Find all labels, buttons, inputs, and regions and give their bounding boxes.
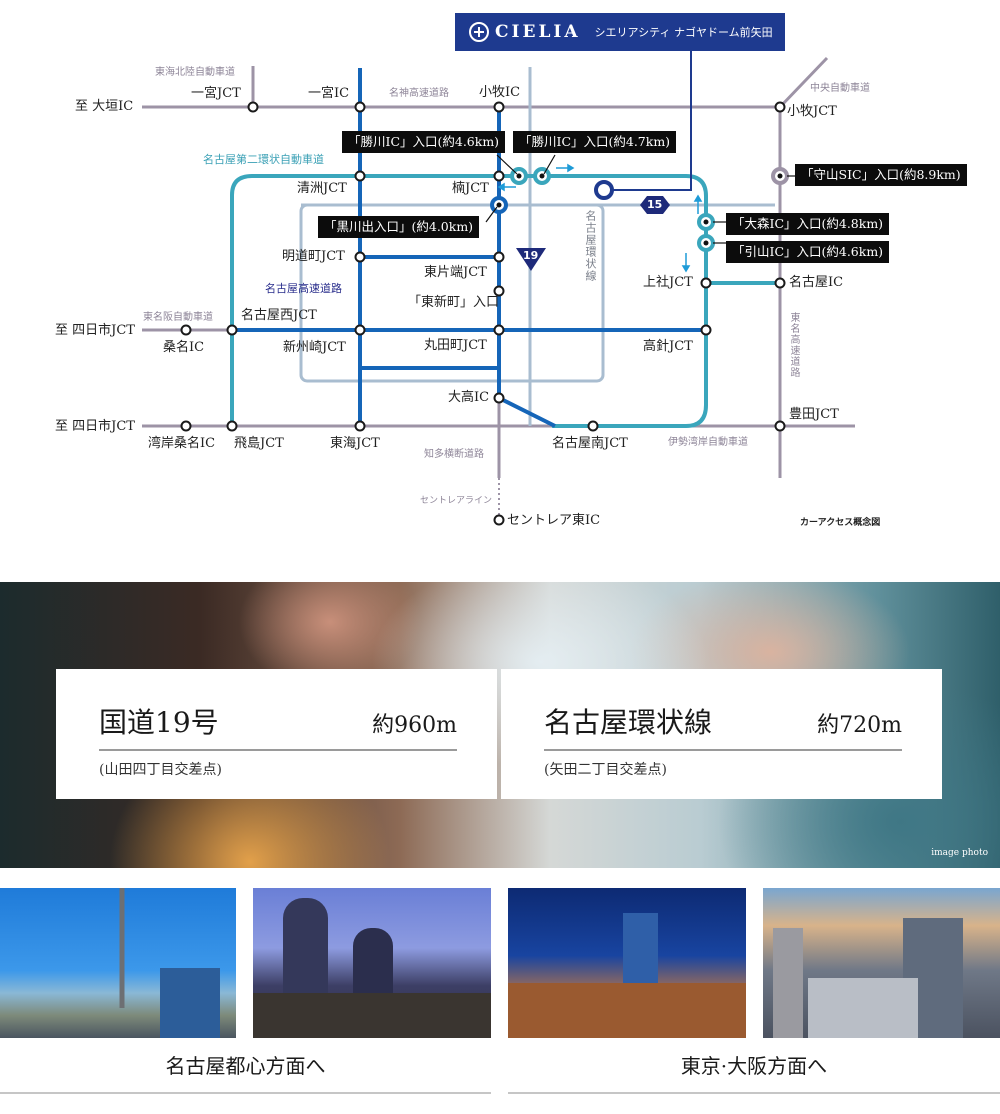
divider	[508, 1092, 1000, 1094]
callout-hikiyama-ic: 「引山IC」入口(約4.6km)	[726, 241, 890, 263]
node-nagoya-ic: 名古屋IC	[789, 275, 844, 290]
node-komaki-jct: 小牧JCT	[787, 104, 837, 119]
road-label-centrair-line: セントレアライン	[420, 496, 493, 506]
route-15-number: 15	[647, 198, 663, 211]
node-tokai-jct: 東海JCT	[330, 436, 380, 451]
road-name: 国道19号	[99, 706, 219, 739]
destination-nagoya-center: 名古屋都心方面へ	[165, 1054, 326, 1078]
intersection-note: (矢田二丁目交差点)	[544, 762, 667, 778]
road-label-tomei: 東名高速道路	[788, 312, 799, 378]
road-distance: 約960m	[372, 713, 457, 738]
node-shinsuzaki-jct: 新州崎JCT	[283, 340, 346, 355]
node-higashishinmachi: 「東新町」入口	[408, 295, 500, 310]
node-kiyosu-jct: 清洲JCT	[297, 181, 347, 196]
distance-card-route-19: 国道19号 約960m (山田四丁目交差点)	[56, 669, 497, 799]
callout-kachigawa-ic-2: 「勝川IC」入口(約4.7km)	[513, 131, 677, 153]
node-marutamachi-jct: 丸田町JCT	[424, 338, 487, 353]
route-19-number: 19	[523, 249, 539, 262]
property-brand-banner: CIELIA シエリアシティ ナゴヤドーム前矢田	[455, 13, 785, 51]
node-higashikataha-jct: 東片端JCT	[424, 265, 487, 280]
road-label-higashi-meihan: 東名阪自動車道	[143, 312, 213, 323]
node-toyota-jct: 豊田JCT	[789, 407, 839, 422]
node-ichinomiya-jct: 一宮JCT	[191, 86, 241, 101]
callout-kurokawa: 「黒川出入口」(約4.0km)	[318, 216, 480, 238]
node-kamiyashiro-jct: 上社JCT	[643, 275, 693, 290]
building-shape	[773, 928, 803, 1038]
node-wangan-kuwana-ic: 湾岸桑名IC	[148, 436, 216, 451]
node-kuwana-ic: 桑名IC	[163, 340, 205, 355]
cielia-logo-icon	[469, 22, 489, 42]
road-label-nagoya-ring-line: 名古屋環状線	[584, 210, 597, 282]
road-label-tokai-hokuriku: 東海北陸自動車道	[155, 67, 235, 78]
property-name: シエリアシティ ナゴヤドーム前矢田	[594, 26, 773, 39]
distance-card-ring-line: 名古屋環状線 約720m (矢田二丁目交差点)	[501, 669, 942, 799]
drive-hero-photo: 国道19号 約960m (山田四丁目交差点) 名古屋環状線 約720m (矢田二…	[0, 582, 1000, 868]
brand-logo-text: CIELIA	[495, 22, 581, 42]
photo-tokyo-station-night	[508, 888, 746, 1038]
divider	[99, 749, 457, 751]
tv-tower-shape	[110, 888, 134, 1008]
node-komaki-ic: 小牧IC	[479, 85, 521, 100]
map-caption: カーアクセス概念図	[800, 518, 881, 528]
photo-nagoya-station-towers	[253, 888, 491, 1038]
node-to-yokkaichi-1: 至 四日市JCT	[55, 323, 135, 338]
node-meidocho-jct: 明道町JCT	[282, 249, 345, 264]
building-shape	[808, 978, 918, 1038]
building-shape	[508, 983, 746, 1038]
route-15-badge	[640, 196, 670, 214]
road-label-meishin: 名神高速道路	[389, 88, 449, 99]
road-label-nagoya-expressway: 名古屋高速道路	[265, 282, 342, 295]
road-label-isewangan: 伊勢湾岸自動車道	[668, 437, 748, 448]
callout-kachigawa-ic-1: 「勝川IC」入口(約4.6km)	[342, 131, 506, 153]
photo-nagoya-tv-tower	[0, 888, 236, 1038]
car-access-map: 15 19 CIELIA シエリアシティ ナゴヤドーム前矢田 東海北陸自動車道 …	[55, 13, 967, 528]
divider	[544, 749, 902, 751]
node-kusunoki-jct: 楠JCT	[452, 181, 489, 196]
node-nagoya-minami-jct: 名古屋南JCT	[552, 436, 628, 451]
node-centrair-higashi-ic: セントレア東IC	[507, 513, 601, 528]
image-photo-credit: image photo	[931, 848, 988, 858]
node-ichinomiya-ic: 一宮IC	[308, 86, 350, 101]
road-network-diagram	[142, 51, 855, 526]
node-tobishima-jct: 飛島JCT	[234, 436, 284, 451]
road-distance: 約720m	[817, 713, 902, 738]
divider	[0, 1092, 491, 1094]
road-name: 名古屋環状線	[544, 706, 713, 739]
callout-moriyama-sic: 「守山SIC」入口(約8.9km)	[795, 164, 967, 186]
site-location-marker	[594, 180, 614, 200]
destination-tokyo-osaka: 東京·大阪方面へ	[680, 1054, 828, 1078]
callout-omori-ic: 「大森IC」入口(約4.8km)	[726, 213, 890, 235]
node-nagoya-nishi-jct: 名古屋西JCT	[241, 308, 317, 323]
building-shape	[160, 968, 220, 1038]
intersection-note: (山田四丁目交差点)	[99, 762, 222, 778]
node-takabari-jct: 高針JCT	[643, 339, 693, 354]
photo-osaka-station	[763, 888, 1000, 1038]
road-label-chuo: 中央自動車道	[810, 83, 870, 94]
route-19-badge	[516, 248, 546, 271]
node-to-yokkaichi-2: 至 四日市JCT	[55, 419, 135, 434]
road-label-chita-odan: 知多横断道路	[424, 449, 484, 460]
node-to-ogaki: 至 大垣IC	[75, 99, 134, 114]
node-odaka-ic: 大高IC	[448, 390, 490, 405]
building-shape	[253, 993, 491, 1038]
road-label-nagoya-2nd-ring: 名古屋第二環状自動車道	[203, 153, 324, 166]
